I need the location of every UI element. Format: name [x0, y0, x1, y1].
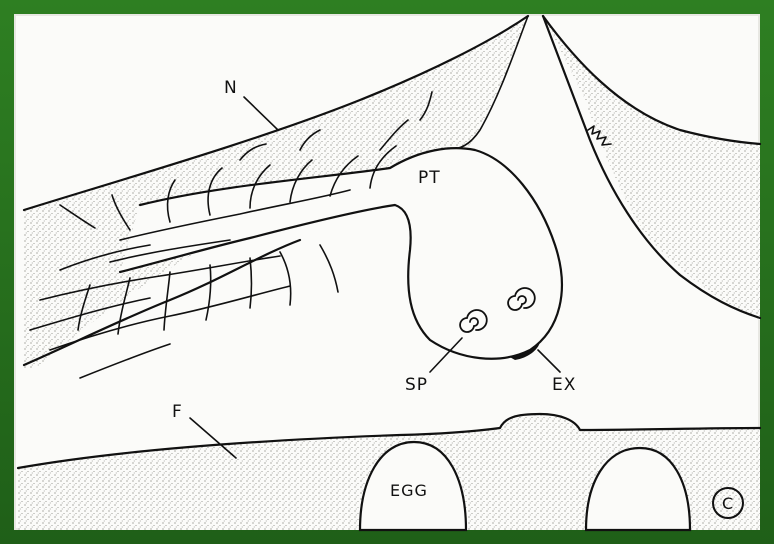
label-f: F — [172, 402, 183, 422]
label-egg: EGG — [390, 481, 428, 500]
leader-n — [244, 97, 278, 130]
leader-ex — [538, 350, 560, 372]
right-cone — [543, 16, 760, 320]
label-n: N — [224, 78, 238, 98]
label-c: C — [722, 494, 734, 513]
label-ex: EX — [552, 375, 576, 395]
label-pt: PT — [418, 168, 441, 188]
label-sp: SP — [405, 375, 428, 395]
